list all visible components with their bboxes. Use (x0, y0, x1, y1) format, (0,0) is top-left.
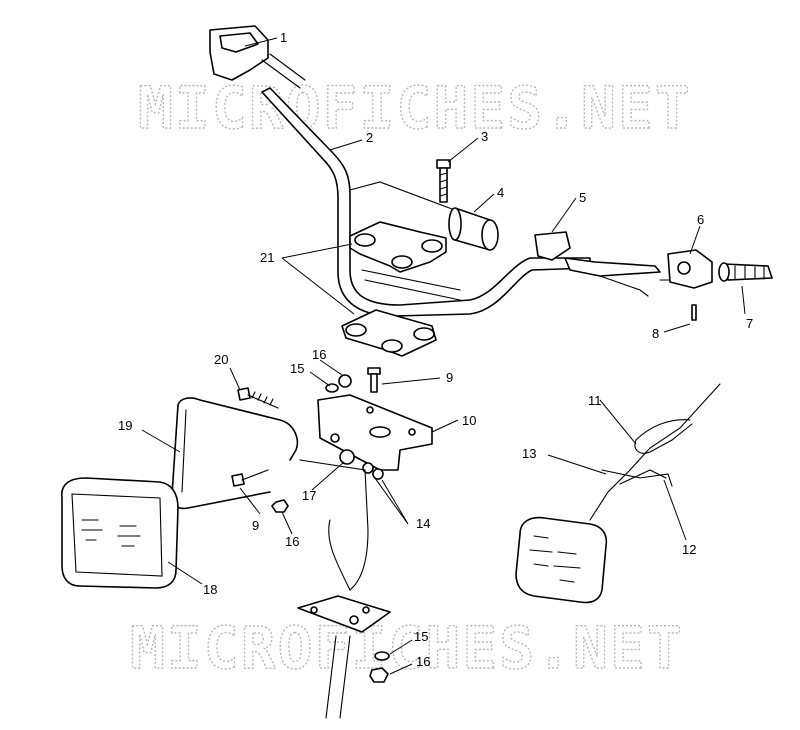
leader-lines (141, 37, 746, 675)
washer-nut-lower-part (369, 651, 390, 683)
label-1: 1 (280, 30, 287, 45)
label-2: 2 (366, 130, 373, 145)
label-4: 4 (497, 185, 504, 200)
bolt-9-part (367, 367, 381, 393)
label-18: 18 (203, 582, 217, 597)
label-5: 5 (579, 190, 586, 205)
label-12: 12 (682, 542, 696, 557)
mount-plate-part (297, 595, 391, 719)
spacer-part (339, 449, 355, 465)
label-8: 8 (652, 326, 659, 341)
label-9-bottom: 9 (252, 518, 259, 533)
washer-nut-upper-part (325, 374, 352, 393)
label-11: 11 (588, 393, 602, 408)
label-19: 19 (118, 418, 132, 433)
nut-16-mid-part (271, 499, 289, 513)
label-20: 20 (214, 352, 228, 367)
label-16-bottom: 16 (416, 654, 430, 669)
bolt-part (436, 159, 451, 203)
label-21: 21 (260, 250, 274, 265)
label-16-mid: 16 (285, 534, 299, 549)
screw-part (691, 304, 697, 321)
clamp-lower-part (341, 309, 437, 357)
label-13: 13 (522, 446, 536, 461)
label-15-bottom: 15 (414, 629, 428, 644)
label-17: 17 (302, 488, 316, 503)
pad-part (448, 207, 499, 251)
clamp-upper-part (349, 221, 447, 273)
label-7: 7 (746, 316, 753, 331)
label-14: 14 (416, 516, 430, 531)
label-15-top: 15 (290, 361, 304, 376)
bolt-9-lower-part (231, 469, 269, 487)
headlight-guard-part (171, 397, 369, 591)
control-housing-part (209, 25, 306, 89)
brake-lever-part (534, 231, 661, 297)
mounting-bracket-part (317, 394, 433, 471)
label-9-top: 9 (446, 370, 453, 385)
long-bolt-part (237, 387, 279, 409)
switch-housing-part (659, 249, 713, 289)
wiring-harness-part (589, 383, 721, 521)
headlight-right-part (515, 516, 608, 604)
label-16-top: 16 (312, 347, 326, 362)
grip-part (718, 262, 773, 282)
headlight-left-part (61, 477, 179, 589)
watermark-top: MICROFICHES.NET (138, 74, 692, 142)
label-3: 3 (481, 129, 488, 144)
watermark-bottom: MICROFICHES.NET (130, 614, 684, 682)
label-6: 6 (697, 212, 704, 227)
label-10: 10 (462, 413, 476, 428)
